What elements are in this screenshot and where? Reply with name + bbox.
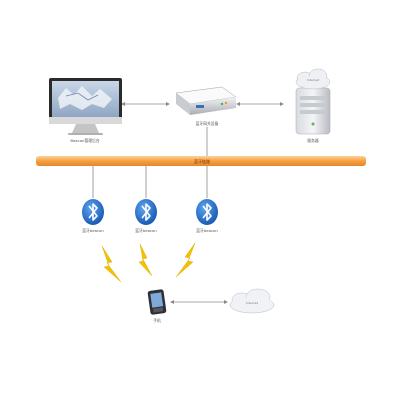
lightning-bolt-icon: [138, 243, 153, 277]
lightning-bolt-icon: [101, 245, 122, 283]
lightning-bolt-icon: [175, 242, 196, 278]
server-label: 服务器: [307, 138, 319, 143]
gateway-label: 蓝牙网关设备: [196, 121, 219, 126]
phone-label: 手机: [153, 318, 161, 323]
bluetooth-bus: [36, 156, 366, 166]
server-cloud-icon: [295, 68, 331, 90]
imac-monitor-icon: [49, 78, 122, 135]
server-cloud-label: Internet: [307, 78, 320, 82]
internet-cloud-label: Internet: [246, 301, 259, 305]
beacon-1: 蓝牙beacon: [82, 199, 104, 233]
bluetooth-icon: [82, 199, 104, 225]
beacon-1-label: 蓝牙beacon: [82, 228, 104, 233]
beacon-3: 蓝牙beacon: [196, 199, 218, 233]
beacon-3-label: 蓝牙beacon: [196, 228, 218, 233]
beacon-2-label: 蓝牙beacon: [135, 228, 157, 233]
connector-phone-cloud: [170, 300, 228, 304]
beacon-2: 蓝牙beacon: [135, 199, 157, 233]
monitor-label: Beacon管理后台: [70, 138, 99, 143]
connector-monitor-gateway: [121, 102, 170, 106]
server-tower-icon: [295, 87, 331, 135]
connector-gateway-server: [236, 102, 284, 106]
bus-label: 蓝牙链路: [194, 158, 210, 164]
cloud-icon: [229, 288, 275, 314]
bluetooth-icon: [135, 199, 157, 225]
smartphone-icon: [147, 289, 167, 315]
bluetooth-icon: [196, 199, 218, 225]
router-gateway-icon: [175, 86, 237, 115]
